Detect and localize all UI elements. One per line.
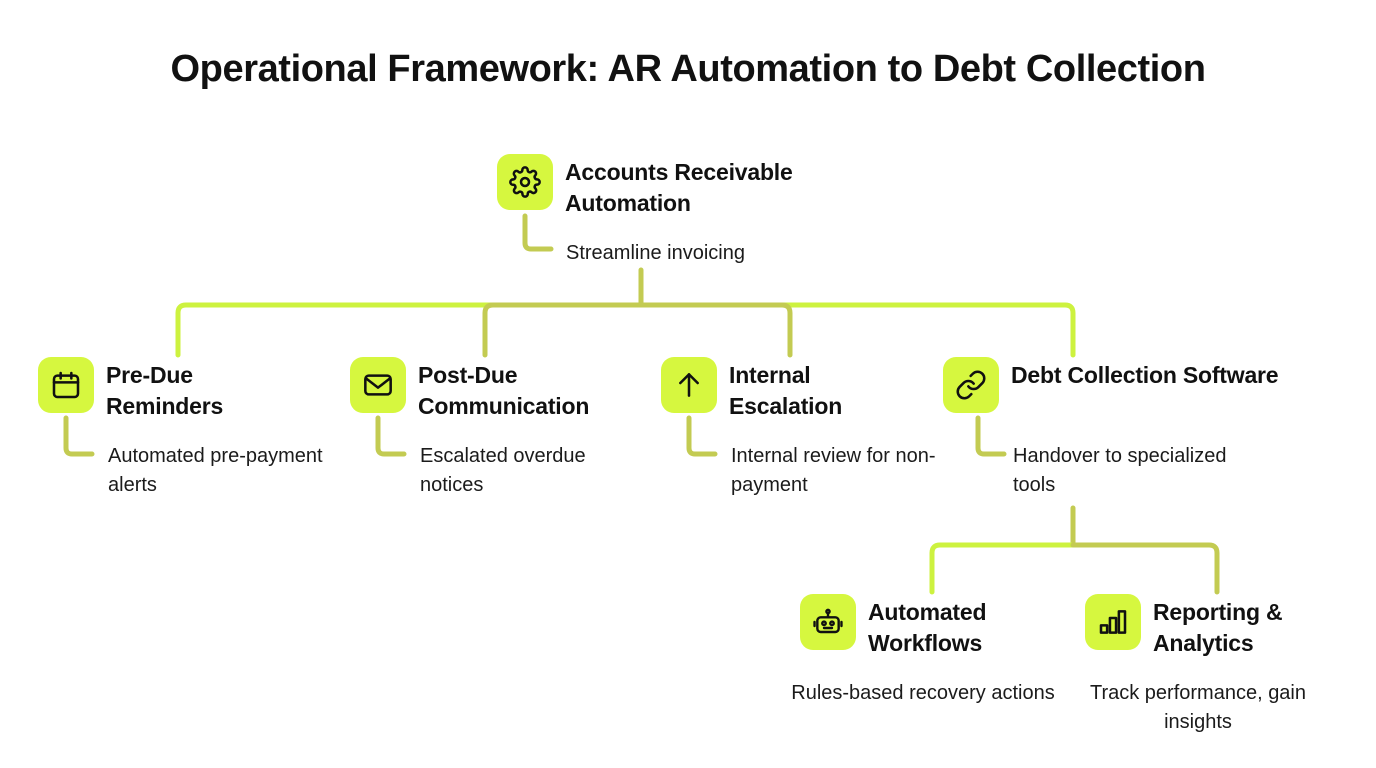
node-description: Streamline invoicing — [566, 242, 745, 264]
node-description: Rules-based recovery actions — [791, 682, 1055, 704]
node-header: Automated Workflows — [800, 594, 1043, 658]
level2-bus-left — [175, 302, 644, 358]
node-title: Post-Due Communication — [418, 362, 590, 419]
node-post-due-communication[interactable]: Post-Due Communication Escalated overdue… — [350, 357, 648, 496]
node-header: Pre-Due Reminders — [38, 357, 316, 421]
root-description-elbow — [522, 213, 554, 252]
level2-drop-postdue — [482, 302, 644, 358]
node-header: Debt Collection Software — [943, 357, 1291, 413]
node-description: Track performance, gain insights — [1089, 682, 1306, 733]
level3-bus-right — [1070, 542, 1220, 595]
node-description: Internal review for non-payment — [731, 445, 936, 496]
node-header: Post-Due Communication — [350, 357, 648, 421]
node-title: Debt Collection Software — [1011, 362, 1279, 388]
node-debt-collection-software[interactable]: Debt Collection Software Handover to spe… — [943, 357, 1291, 496]
node-pre-due-reminders[interactable]: Pre-Due Reminders Automated pre-payment … — [38, 357, 323, 496]
level3-bus-left — [929, 542, 1076, 595]
escalation-description-elbow — [686, 415, 718, 457]
envelope-icon — [350, 357, 406, 413]
node-accounts-receivable-automation[interactable]: Accounts Receivable Automation Streamlin… — [497, 154, 865, 264]
robot-icon — [800, 594, 856, 650]
node-title: Reporting & Analytics — [1153, 599, 1283, 656]
node-title: Automated Workflows — [868, 599, 987, 656]
arrow-up-icon — [661, 357, 717, 413]
node-reporting-analytics[interactable]: Reporting & Analytics Track performance,… — [1085, 594, 1328, 733]
link-icon — [943, 357, 999, 413]
page-title: Operational Framework: AR Automation to … — [170, 48, 1206, 90]
node-title: Internal Escalation — [729, 362, 843, 419]
node-description: Automated pre-payment alerts — [108, 445, 323, 496]
node-description: Handover to specialized tools — [1013, 445, 1227, 496]
node-internal-escalation[interactable]: Internal Escalation Internal review for … — [661, 357, 936, 496]
postdue-description-elbow — [375, 415, 407, 457]
node-header: Internal Escalation — [661, 357, 914, 421]
node-description: Escalated overdue notices — [420, 445, 586, 496]
debt-description-elbow — [975, 415, 1007, 457]
node-header: Accounts Receivable Automation — [497, 154, 865, 218]
predue-description-elbow — [63, 415, 95, 457]
node-automated-workflows[interactable]: Automated Workflows Rules-based recovery… — [791, 594, 1055, 704]
level2-drop-escalation — [638, 302, 793, 358]
node-title: Accounts Receivable Automation — [565, 159, 793, 216]
node-title: Pre-Due Reminders — [106, 362, 224, 419]
gear-icon — [497, 154, 553, 210]
node-header: Reporting & Analytics — [1085, 594, 1328, 658]
bar-chart-icon — [1085, 594, 1141, 650]
calendar-icon — [38, 357, 94, 413]
level2-bus-right — [638, 302, 1076, 358]
